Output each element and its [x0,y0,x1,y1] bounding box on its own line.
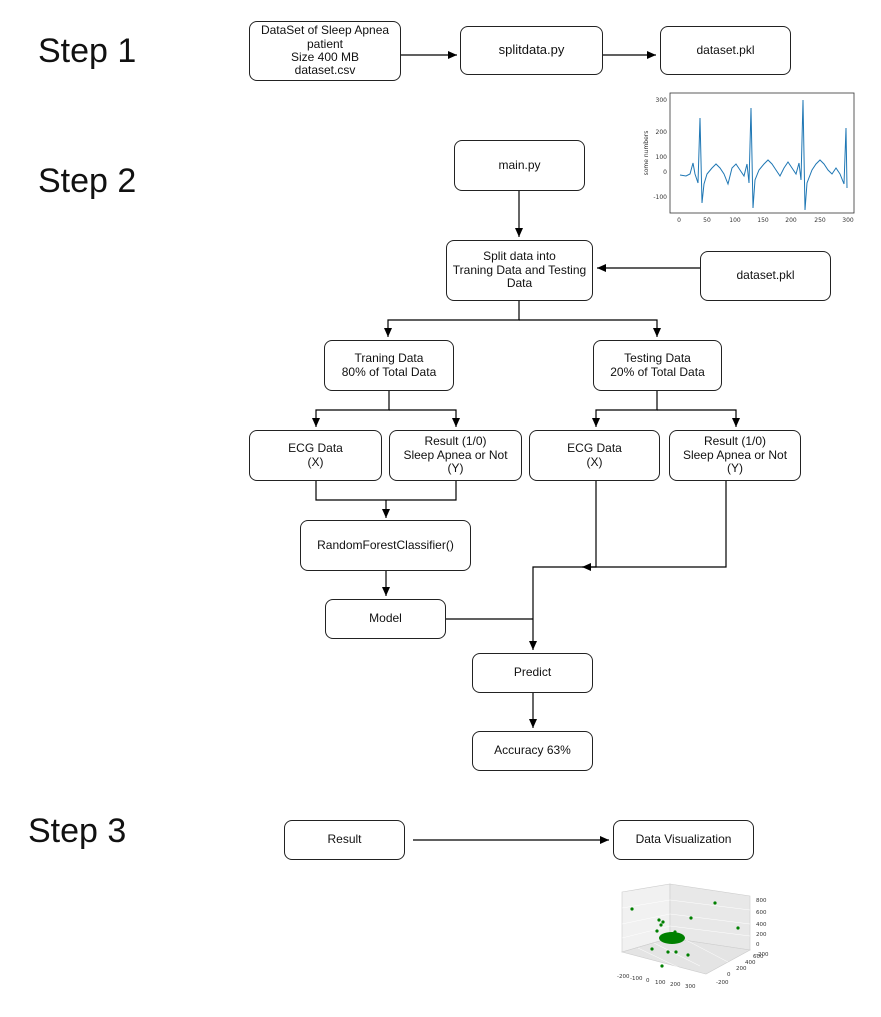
arrow-testing-to-ecg [592,391,658,427]
scatter-point [666,950,670,954]
scatter-floor-pane [620,937,751,975]
train-result-label: Result (1/0) Sleep Apnea or Not (Y) [403,434,508,476]
scatter-point [686,953,690,957]
ecg-xtick: 50 [703,217,711,224]
scatter-point [689,916,693,920]
arrow-training-to-result [389,409,460,427]
main-py-label: main.py [498,157,541,172]
test-ecg-label: ECG Data (X) [567,441,622,469]
rfc-label: RandomForestClassifier() [317,537,454,552]
scatter-ztick: 400 [756,922,767,928]
scatter-ztick: 200 [756,932,767,938]
train-result-box: Result (1/0) Sleep Apnea or Not (Y) [389,430,522,481]
arrow-testing-to-result [657,409,740,427]
step-3-label: Step 3 [28,812,127,850]
split-data-label: Split data into Traning Data and Testing… [452,249,587,291]
accuracy-box: Accuracy 63% [472,731,593,771]
dataset-pkl-box-2: dataset.pkl [700,251,831,301]
merge-training-xy [315,481,457,501]
ecg-xtick: 250 [814,217,826,224]
scatter-xtick: -200 [617,974,630,980]
scatter-ytick: -200 [716,980,729,986]
ecg-ytick: 200 [656,129,668,136]
arrow-split-to-training [384,301,520,337]
rfc-box: RandomForestClassifier() [300,520,471,571]
data-viz-box: Data Visualization [613,820,754,860]
accuracy-label: Accuracy 63% [494,743,571,758]
dataset-csv-box: DataSet of Sleep Apnea patient Size 400 … [249,21,401,81]
scatter-ztick: 800 [756,898,767,904]
ecg-xtick: 100 [729,217,741,224]
scatter-point [674,950,678,954]
ecg-ytick: 0 [663,169,667,176]
arrow-split-to-testing [519,319,661,337]
ecg-xtick: 300 [842,217,854,224]
ecg-line [679,99,848,211]
train-ecg-box: ECG Data (X) [249,430,382,481]
dataset-pkl-label-2: dataset.pkl [736,268,795,283]
ecg-xtick: 200 [785,217,797,224]
dataset-pkl-box-1: dataset.pkl [660,26,791,75]
scatter-ytick: 0 [727,972,731,978]
scatter-point [630,907,634,911]
scatter-point [713,901,717,905]
ecg-ytick: 300 [656,97,668,104]
splitdata-label: splitdata.py [498,42,565,58]
scatter-cluster [659,932,685,944]
test-result-box: Result (1/0) Sleep Apnea or Not (Y) [669,430,801,481]
result-label: Result [327,832,362,847]
predict-box: Predict [472,653,593,693]
step-2-label: Step 2 [38,162,137,200]
scatter-point [657,918,661,922]
result-box: Result [284,820,405,860]
model-label: Model [369,611,402,626]
scatter-point [660,964,664,968]
arrow-training-to-ecg [312,391,390,427]
testing-data-label: Testing Data 20% of Total Data [610,351,705,379]
split-data-box: Split data into Traning Data and Testing… [446,240,593,301]
training-data-label: Traning Data 80% of Total Data [341,351,437,379]
dataset-pkl-label-1: dataset.pkl [696,42,755,57]
scatter-3d-plot: -200 -100 0 100 200 300 -200 0 200 400 6… [617,883,769,990]
predict-label: Predict [513,665,552,680]
ecg-plot-ylabel: some numbers [643,131,650,176]
scatter-point [736,926,740,930]
model-box: Model [325,599,446,639]
scatter-xtick: -100 [630,976,643,982]
training-data-box: Traning Data 80% of Total Data [324,340,454,391]
ecg-xtick: 0 [677,217,681,224]
data-viz-label: Data Visualization [635,832,732,847]
scatter-point [659,923,663,927]
scatter-ytick: 600 [753,954,764,960]
ecg-plot-frame [669,92,855,214]
ecg-plot: some numbers 300 200 100 0 -100 0 50 100… [643,92,855,224]
scatter-ztick: 0 [756,942,760,948]
ecg-xtick: 150 [757,217,769,224]
scatter-xtick: 0 [646,978,650,984]
scatter-ytick: 200 [736,966,747,972]
scatter-xtick: 100 [655,980,666,986]
arrow-test-result-to-predict [582,481,727,571]
ecg-ytick: 100 [656,154,668,161]
scatter-point [650,947,654,951]
scatter-ztick: 600 [756,910,767,916]
ecg-ytick: -100 [653,194,667,201]
scatter-xtick: 200 [670,982,681,988]
scatter-ytick: 400 [745,960,756,966]
testing-data-box: Testing Data 20% of Total Data [593,340,722,391]
scatter-point [661,920,665,924]
test-ecg-box: ECG Data (X) [529,430,660,481]
scatter-xtick: 300 [685,984,696,990]
dataset-csv-label: DataSet of Sleep Apnea patient Size 400 … [260,23,390,78]
step-1-label: Step 1 [38,32,137,70]
scatter-point [673,930,677,934]
train-ecg-label: ECG Data (X) [288,441,343,469]
scatter-ztick: -200 [756,952,769,958]
main-py-box: main.py [454,140,585,191]
splitdata-box: splitdata.py [460,26,603,75]
arrow-test-ecg-to-predict [529,481,597,650]
scatter-point [655,929,659,933]
test-result-label: Result (1/0) Sleep Apnea or Not (Y) [682,434,788,476]
